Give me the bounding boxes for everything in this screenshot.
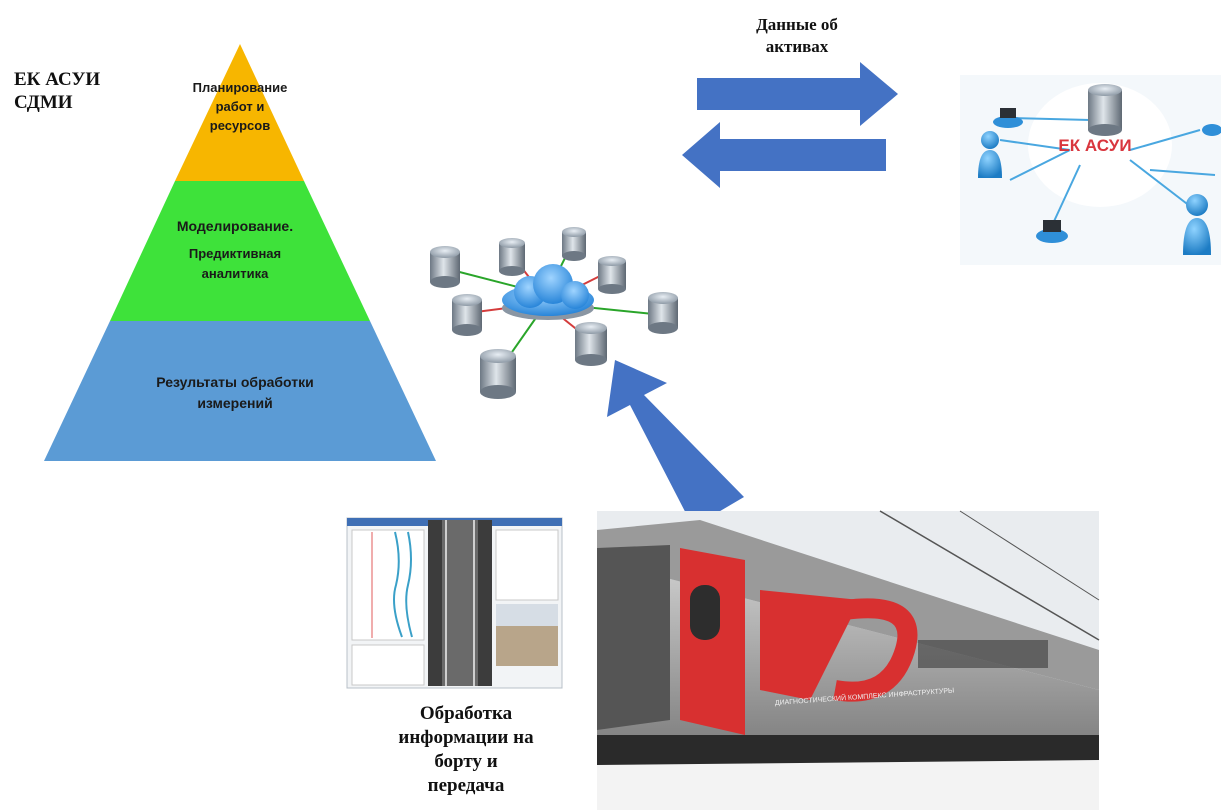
laptop-icon	[1202, 124, 1221, 136]
database-icon	[562, 227, 586, 261]
database-icon	[1088, 84, 1122, 136]
pyramid-middle-label-title: Моделирование.	[176, 218, 294, 234]
laptop-icon	[1036, 220, 1068, 243]
database-icon	[452, 294, 482, 336]
arrow-left-from-ek-asui	[682, 122, 886, 188]
onboard-processing-caption: Обработка информации на борту и передача	[398, 703, 534, 796]
database-icon	[480, 349, 516, 399]
cloud-network-image	[430, 227, 678, 399]
pyramid-top-tier	[175, 44, 304, 181]
laptop-icon	[993, 108, 1023, 128]
pyramid-top-label: Планирование работ и ресурсов	[192, 80, 288, 133]
arrow-right-to-ek-asui	[697, 62, 898, 126]
database-icon	[575, 322, 607, 366]
ek-asui-label: ЕК АСУИ	[1058, 136, 1131, 155]
pyramid-middle-label-subtitle: Предиктивная аналитика	[188, 246, 282, 281]
database-icon	[648, 292, 678, 334]
pyramid-bottom-label: Результаты обработки измерений	[156, 374, 314, 411]
person-icon	[978, 131, 1002, 178]
asset-data-caption: Данные об активах	[756, 15, 838, 56]
cloud-icon	[502, 264, 594, 320]
database-icon	[430, 246, 460, 288]
pyramid-bottom-tier	[44, 321, 436, 461]
diagnostic-train-photo: ДИАГНОСТИЧЕСКИЙ КОМПЛЕКС ИНФРАСТРУКТУРЫ	[597, 510, 1100, 810]
database-icon	[499, 238, 525, 276]
pyramid-middle-tier	[110, 181, 370, 321]
onboard-software-screenshot	[346, 517, 563, 689]
ek-asui-network-image: ЕК АСУИ	[960, 75, 1221, 265]
arrow-up-to-cloud	[607, 360, 744, 527]
person-icon	[1183, 194, 1211, 255]
system-title: ЕК АСУИ СДМИ	[14, 69, 101, 113]
pyramid	[44, 44, 436, 461]
database-icon	[598, 256, 626, 294]
